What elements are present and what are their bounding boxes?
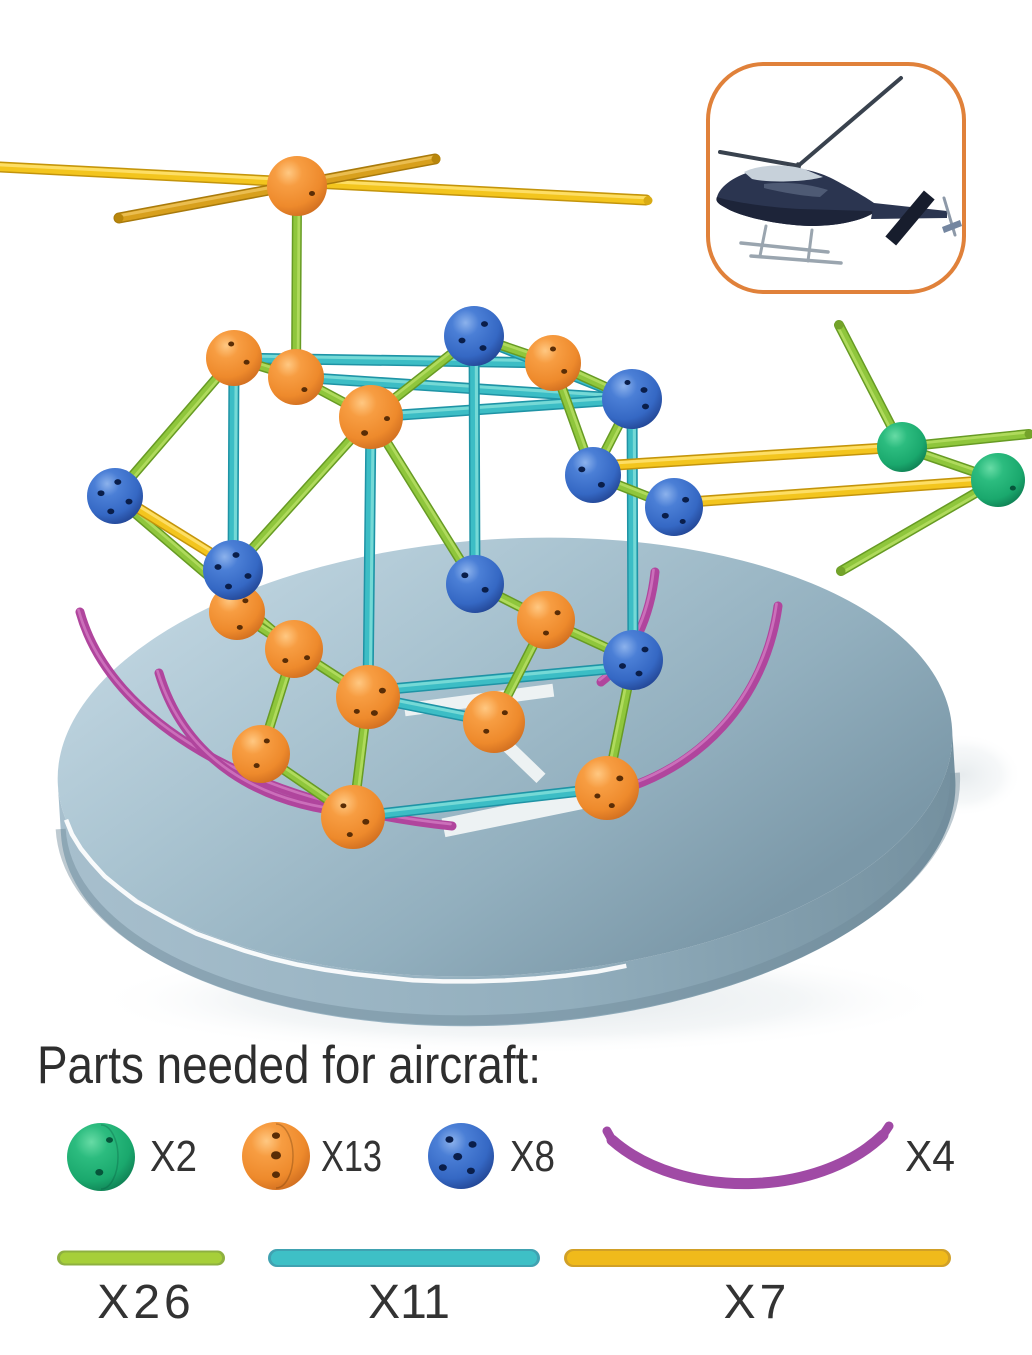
svg-text:X2: X2 (150, 1132, 197, 1181)
svg-text:X13: X13 (321, 1132, 382, 1181)
svg-text:X4: X4 (905, 1132, 955, 1181)
svg-text:X8: X8 (510, 1132, 555, 1181)
svg-text:X26: X26 (97, 1276, 194, 1329)
svg-text:X7: X7 (724, 1276, 791, 1329)
svg-text:X11: X11 (368, 1276, 450, 1329)
svg-text:Parts needed for aircraft:: Parts needed for aircraft: (37, 1036, 541, 1095)
